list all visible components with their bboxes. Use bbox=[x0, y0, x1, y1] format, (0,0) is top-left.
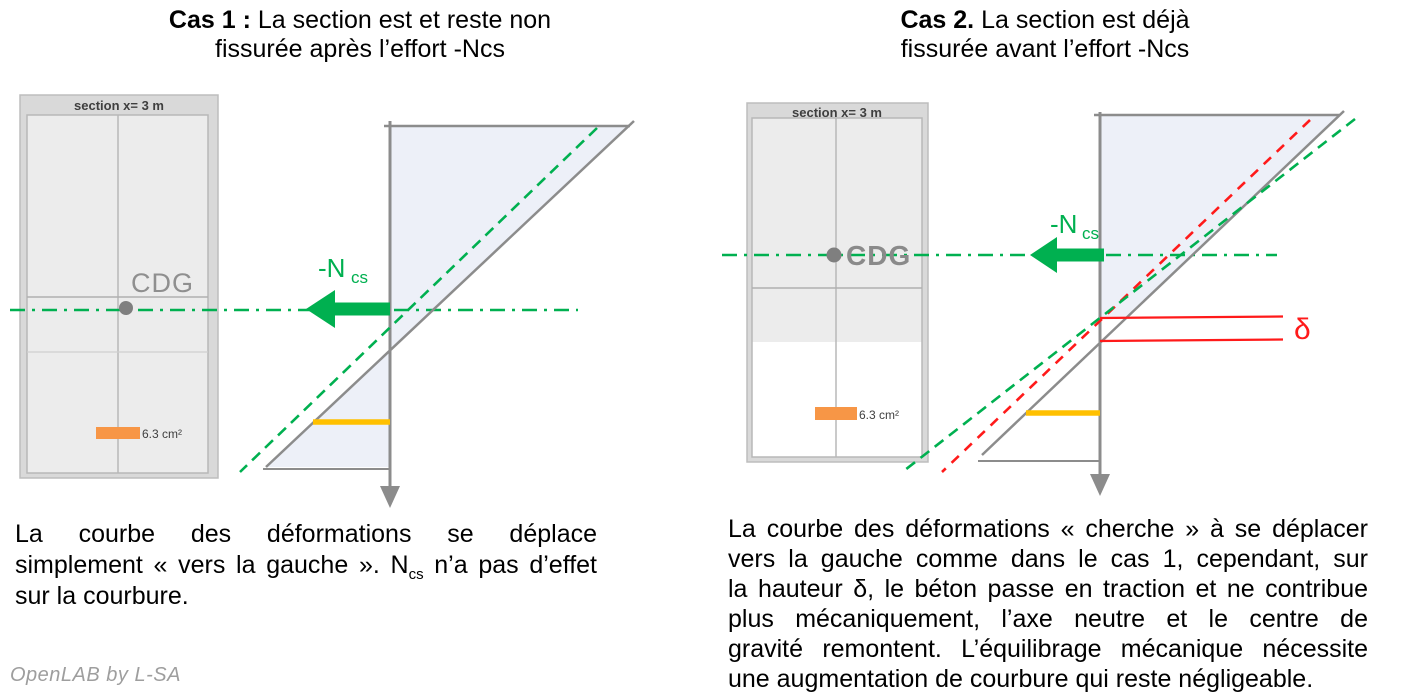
case2-rebar-area-label: 6.3 cm² bbox=[859, 408, 899, 422]
paragraph-line: une augmentation de courbure qui reste n… bbox=[728, 665, 1314, 693]
case2-force-arrow-head-icon bbox=[1030, 237, 1057, 273]
case1-diagram: section x= 3 m CDG 6.3 cm² bbox=[10, 94, 635, 508]
case1-cdg-label: CDG bbox=[131, 268, 194, 298]
case1-force-label: -N bbox=[318, 253, 345, 283]
watermark: OpenLAB by L-SA bbox=[10, 664, 181, 686]
paragraph-line: simplement « vers la gauche ». Ncs n’a p… bbox=[15, 550, 597, 583]
case2-paragraph: La courbe des déformations « cherche » à… bbox=[728, 514, 1368, 694]
case2-title-line1: Cas 2. La section est déjà bbox=[880, 6, 1210, 35]
case1-title-bold: Cas 1 : bbox=[168, 6, 251, 34]
paragraph-line: vers la gauche comme dans le cas 1, cepe… bbox=[728, 545, 1368, 573]
case1-cdg-dot-icon bbox=[119, 301, 133, 315]
case2-force-label-sub: cs bbox=[1082, 224, 1099, 243]
paragraph-line: gravité remontent. L’équilibrage mécaniq… bbox=[728, 635, 1368, 663]
case2-section-cracked-zone bbox=[752, 342, 922, 457]
case1-shifted-strain-dashed-line bbox=[239, 127, 598, 473]
case2-delta-upper-line bbox=[1099, 315, 1284, 320]
paragraph-line: la hauteur δ, le béton passe en traction… bbox=[728, 575, 1368, 603]
case1-force-label-sub: cs bbox=[351, 268, 368, 287]
case2-strain-fill-top bbox=[1100, 115, 1340, 319]
case1-strain-diagonal bbox=[265, 120, 635, 468]
case1-rebar-area-label: 6.3 cm² bbox=[142, 427, 182, 441]
paragraph-line: sur la courbure. bbox=[15, 582, 189, 610]
case2-section-uncracked-zone bbox=[752, 118, 922, 342]
paragraph-line: La courbe des déformations « cherche » à… bbox=[728, 515, 1368, 543]
paragraph-line: La courbe des déformations se déplace bbox=[15, 520, 597, 548]
case1-title-line1: Cas 1 : La section est et reste non bbox=[140, 6, 580, 35]
case2-section-header: section x= 3 m bbox=[792, 105, 882, 120]
case1-paragraph: La courbe des déformations se déplace si… bbox=[15, 519, 597, 612]
case1-paragraph-line2-pre: simplement « vers la gauche ». N bbox=[15, 551, 409, 579]
case2-title: Cas 2. La section est déjà fissurée avan… bbox=[880, 6, 1210, 64]
case1-title-line2: fissurée après l’effort -Ncs bbox=[215, 35, 505, 63]
paragraph-line: plus mécaniquement, l’axe neutre et le c… bbox=[728, 605, 1368, 633]
case2-diagram: section x= 3 m δ CDG bbox=[722, 102, 1356, 496]
case1-paragraph-ncs-sub: cs bbox=[408, 566, 424, 583]
case2-cdg-label: CDG bbox=[846, 240, 911, 271]
case2-title-bold: Cas 2. bbox=[900, 6, 975, 34]
case1-title: Cas 1 : La section est et reste non fiss… bbox=[140, 6, 580, 64]
case2-delta-lower-line bbox=[1099, 338, 1284, 343]
case2-title-line2: fissurée avant l’effort -Ncs bbox=[900, 35, 1190, 63]
case2-rebar-icon bbox=[815, 407, 857, 420]
case1-title-rest: La section est et reste non bbox=[250, 6, 552, 34]
case1-axis-arrowhead-icon bbox=[380, 486, 400, 508]
case1-paragraph-line2-post: n’a pas d’effet bbox=[423, 551, 597, 579]
case2-final-strain-dashed-line bbox=[904, 117, 1356, 472]
case1-rebar-icon bbox=[96, 427, 140, 439]
case2-cdg-dot-icon bbox=[826, 247, 842, 263]
case2-force-label: -N bbox=[1050, 209, 1077, 239]
case2-axis-arrowhead-icon bbox=[1090, 474, 1110, 496]
case2-strain-diagonal bbox=[981, 110, 1345, 456]
case2-title-rest: La section est déjà bbox=[974, 6, 1190, 34]
case1-section-header: section x= 3 m bbox=[74, 98, 164, 113]
case1-force-arrow-head-icon bbox=[306, 290, 335, 328]
case2-delta-label: δ bbox=[1294, 313, 1311, 346]
